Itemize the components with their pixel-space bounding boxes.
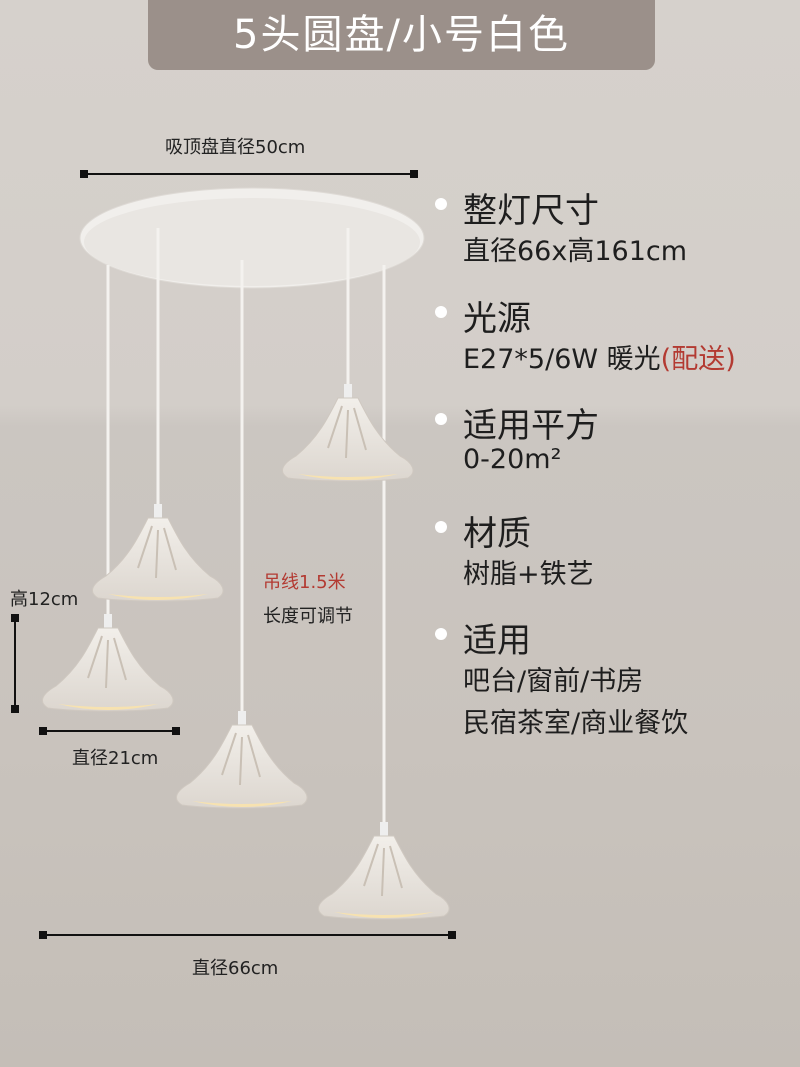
cord-length-label: 吊线1.5米 bbox=[263, 572, 346, 593]
product-variant-banner: 5头圆盘/小号白色 bbox=[148, 0, 655, 70]
bullet-icon bbox=[435, 306, 447, 318]
bullet-icon bbox=[435, 521, 447, 533]
shade-diameter-line bbox=[42, 730, 177, 732]
shade-height-line bbox=[14, 617, 16, 710]
bullet-icon bbox=[435, 413, 447, 425]
total-diameter-line bbox=[42, 934, 452, 936]
bullet-icon bbox=[435, 628, 447, 640]
canopy-dimension-line bbox=[82, 173, 415, 175]
cord-adjustable-label: 长度可调节 bbox=[263, 606, 353, 627]
total-diameter-label: 直径66cm bbox=[192, 958, 279, 979]
ceiling-canopy bbox=[79, 187, 425, 289]
bullet-icon bbox=[435, 198, 447, 210]
canopy-diameter-label: 吸顶盘直径50cm bbox=[165, 137, 306, 158]
shade-diameter-label: 直径21cm bbox=[72, 748, 159, 769]
shade-height-label: 高12cm bbox=[10, 589, 79, 610]
